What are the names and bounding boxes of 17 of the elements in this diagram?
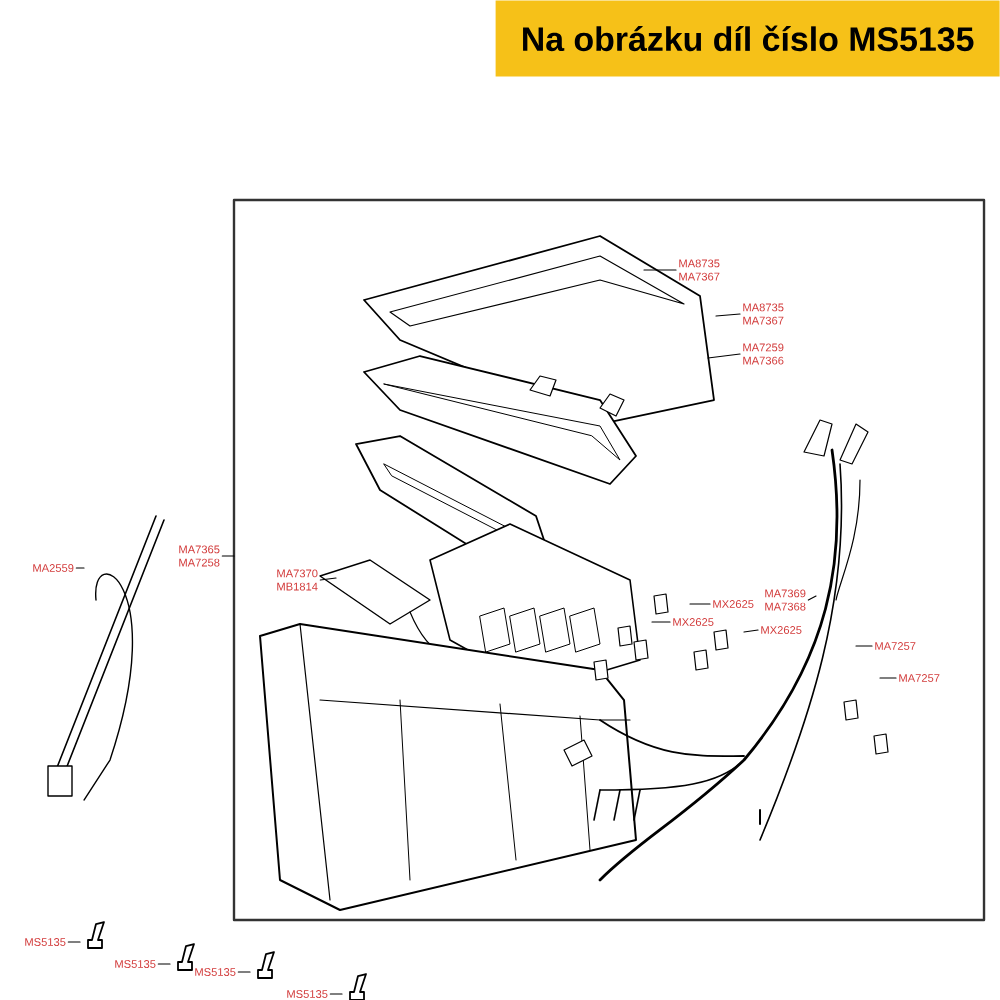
leader-line [715,313,741,317]
leader-line [67,941,81,943]
leader-line [319,577,337,581]
title-banner: Na obrázku díl číslo MS5135 [495,0,1000,77]
leader-line [807,595,817,601]
leader-line [651,621,671,623]
leader-line [855,645,873,647]
leader-line [75,567,85,569]
leader-line [221,555,235,557]
leader-line [643,269,677,271]
leader-line [157,963,171,965]
leader-line [707,353,741,359]
leader-line [743,629,759,633]
leader-line [879,677,897,679]
leader-line [689,603,711,605]
leader-line [237,971,251,973]
leader-line [329,993,343,995]
